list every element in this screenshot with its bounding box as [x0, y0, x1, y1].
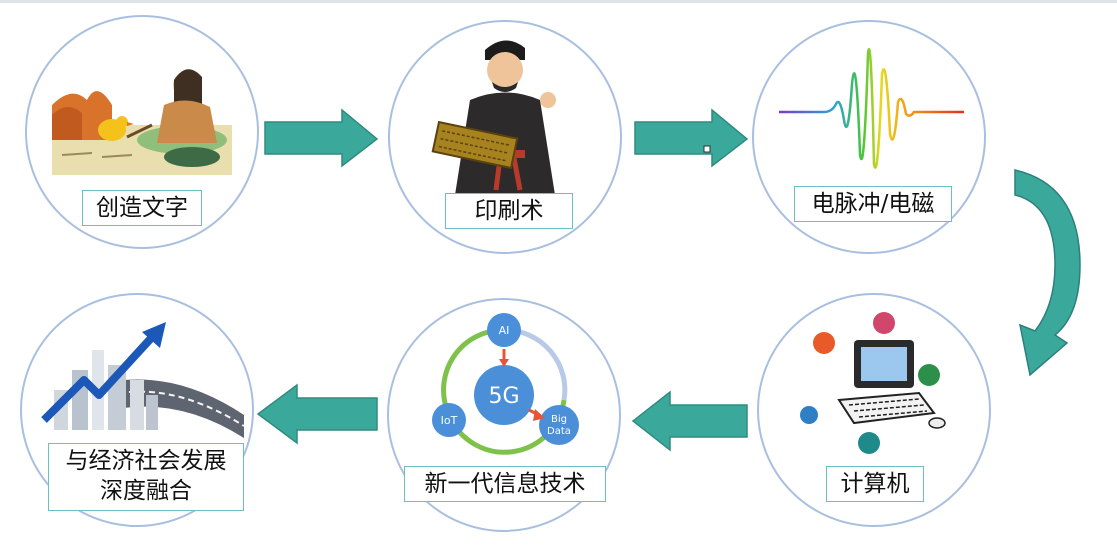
node-bigdata-line1: Big [551, 414, 567, 425]
label-deep-integration-line2: 深度融合 [100, 478, 192, 504]
label-printing: 印刷术 [445, 193, 573, 229]
label-deep-integration-line1: 与经济社会发展 [65, 448, 227, 474]
computer-illustration [800, 312, 946, 454]
curved-arrow-down [1014, 169, 1081, 377]
label-electric-pulse: 电脉冲/电磁 [794, 186, 952, 222]
node-bigdata-line2: Data [547, 426, 571, 437]
node-iot: IoT [441, 414, 458, 427]
cangjie-writing-illustration [52, 69, 232, 175]
bisheng-printing-illustration [431, 40, 556, 195]
label-create-writing: 创造文字 [82, 190, 202, 226]
label-deep-integration: 与经济社会发展 深度融合 [48, 443, 244, 511]
label-computer: 计算机 [826, 466, 924, 502]
5g-ai-iot-bigdata-diagram: 5G AI IoT Big Data [432, 313, 579, 455]
arrow-right-2 [634, 108, 749, 168]
arrow-left-2 [256, 383, 378, 445]
city-growth-illustration [41, 322, 244, 438]
node-ai: AI [499, 324, 510, 337]
node-create-writing [25, 15, 259, 249]
arrow-right-1 [264, 108, 379, 168]
label-new-generation-it: 新一代信息技术 [404, 466, 606, 502]
node-center-5g: 5G [488, 384, 519, 409]
waveform-illustration [779, 48, 964, 169]
top-border-line [0, 0, 1117, 3]
arrow-left-1 [631, 390, 748, 452]
